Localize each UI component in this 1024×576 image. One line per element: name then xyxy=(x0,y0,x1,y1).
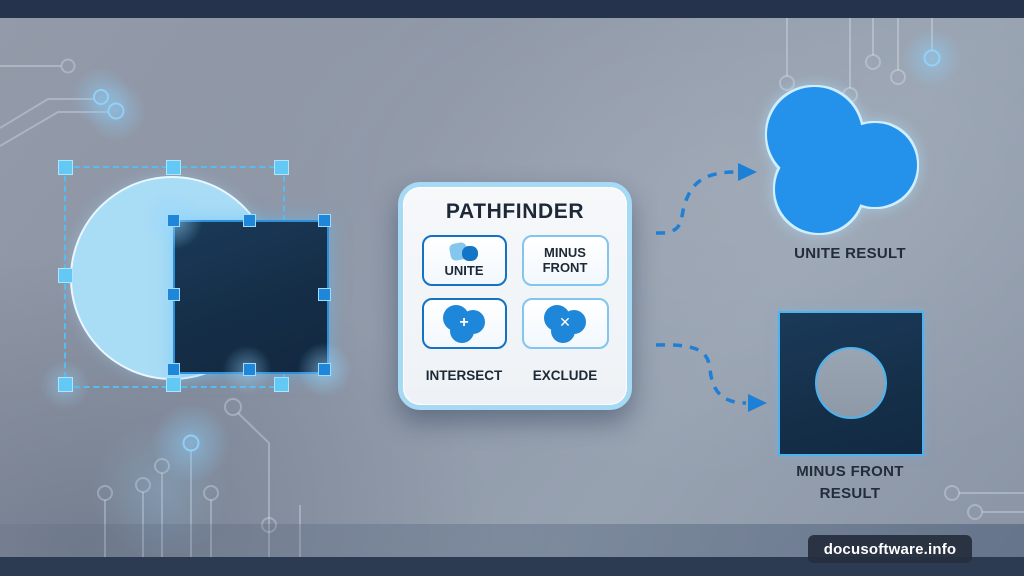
watermark-badge: docusoftware.info xyxy=(808,535,972,563)
minus-front-result-label: MINUS FRONT RESULT xyxy=(796,463,904,502)
exclude-label: EXCLUDE xyxy=(532,368,598,383)
exclude-blob-icon: ✕ xyxy=(543,304,587,343)
square-handle[interactable] xyxy=(243,363,256,376)
selection-handle[interactable] xyxy=(166,160,181,175)
unite-shapes-icon xyxy=(448,241,480,263)
minus-front-button[interactable]: MINUS FRONT xyxy=(521,235,609,286)
minus-front-button-label: MINUS FRONT xyxy=(542,244,588,275)
square-handle[interactable] xyxy=(243,214,256,227)
pathfinder-panel: PATHFINDER UNITE MINUS FRONT + ✕ xyxy=(398,182,632,410)
arrowhead-icon xyxy=(738,163,757,181)
square-handle[interactable] xyxy=(318,363,331,376)
pathfinder-buttons: UNITE MINUS FRONT + ✕ INTERSECT EXCLUDE xyxy=(403,235,627,383)
top-frame-bar xyxy=(0,0,1024,18)
watermark-text: docusoftware.info xyxy=(823,540,957,558)
square-handle[interactable] xyxy=(167,214,180,227)
selection-handle[interactable] xyxy=(166,377,181,392)
square-handle[interactable] xyxy=(167,363,180,376)
unite-result-shape xyxy=(757,87,917,235)
selection-handle[interactable] xyxy=(274,160,289,175)
selection-handle[interactable] xyxy=(58,160,73,175)
unite-arrow xyxy=(655,170,737,235)
unite-button[interactable]: UNITE xyxy=(421,235,507,286)
plus-glyph: + xyxy=(459,313,469,331)
pathfinder-panel-title: PATHFINDER xyxy=(445,200,585,223)
unite-result-label: UNITE RESULT xyxy=(794,245,906,262)
selection-handle[interactable] xyxy=(58,268,73,283)
intersect-blob-icon: + xyxy=(442,304,486,343)
selection-handle[interactable] xyxy=(274,377,289,392)
intersect-button[interactable]: + xyxy=(421,298,507,349)
square-handle[interactable] xyxy=(318,288,331,301)
selection-handle[interactable] xyxy=(58,377,73,392)
intersect-label: INTERSECT xyxy=(425,368,503,383)
cutout-circle xyxy=(815,347,887,419)
source-square-shape[interactable] xyxy=(173,220,329,374)
minus-front-arrow xyxy=(655,343,747,405)
square-handle[interactable] xyxy=(167,288,180,301)
square-handle[interactable] xyxy=(318,214,331,227)
exclude-button[interactable]: ✕ xyxy=(521,298,609,349)
minus-front-result-shape xyxy=(778,311,924,456)
bottom-frame-bar xyxy=(0,557,1024,576)
cross-glyph: ✕ xyxy=(559,314,571,330)
arrowhead-icon xyxy=(748,394,767,412)
unite-button-label: UNITE xyxy=(444,263,484,279)
